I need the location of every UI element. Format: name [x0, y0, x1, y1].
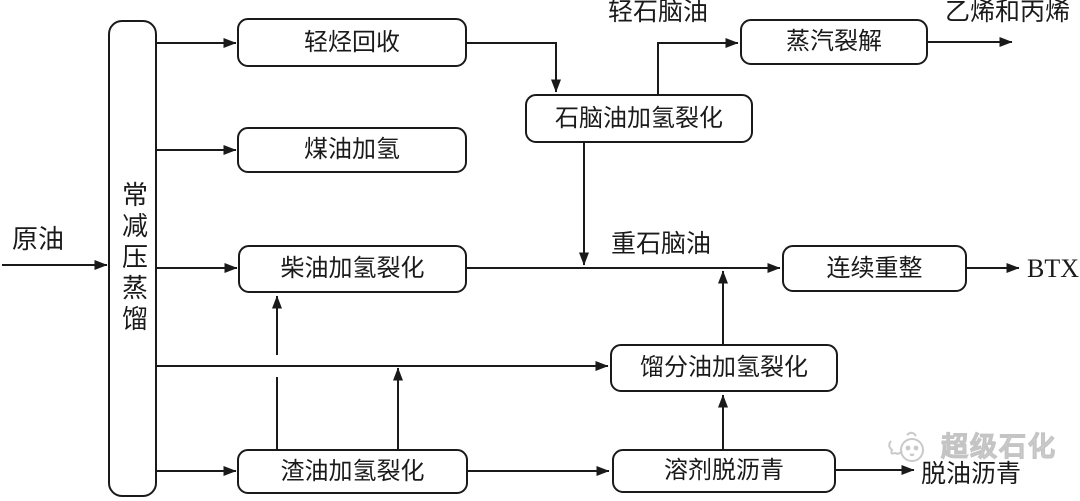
node-naphtha-hydrocracking: 石脑油加氢裂化	[525, 94, 753, 143]
node-diesel-hydrocracking-label: 柴油加氢裂化	[280, 256, 425, 282]
stream-label-btx: BTX	[1027, 254, 1079, 283]
node-continuous-reforming: 连续重整	[782, 245, 967, 292]
node-distillate-hydrocracking-label: 馏分油加氢裂化	[640, 355, 808, 381]
node-residue-hydrocracking: 渣油加氢裂化	[237, 449, 468, 494]
stream-label-light-naphtha: 轻石脑油	[608, 0, 709, 26]
stream-label-heavy-naphtha: 重石脑油	[611, 231, 712, 258]
arrow-light-hc-to-naphtha-hc	[467, 42, 561, 93]
node-distillation-label: 常减压蒸馏	[118, 181, 148, 336]
node-kerosene-hydrotreating-label: 煤油加氢	[304, 137, 400, 163]
node-naphtha-hydrocracking-label: 石脑油加氢裂化	[555, 105, 723, 132]
node-continuous-reforming-label: 连续重整	[826, 255, 923, 282]
node-kerosene-hydrotreating: 煤油加氢	[237, 127, 467, 173]
stream-label-crude-oil: 原油	[12, 225, 65, 254]
node-steam-cracking: 蒸汽裂解	[740, 19, 928, 65]
node-diesel-hydrocracking: 柴油加氢裂化	[238, 245, 467, 293]
node-distillate-hydrocracking: 馏分油加氢裂化	[610, 344, 838, 392]
node-residue-hydrocracking-label: 渣油加氢裂化	[280, 458, 425, 485]
node-steam-cracking-label: 蒸汽裂解	[786, 29, 882, 55]
node-light-hydrocarbon-recovery: 轻烃回收	[237, 18, 467, 67]
node-light-hydrocarbon-recovery-label: 轻烃回收	[304, 29, 400, 56]
stream-label-deoiled-asphalt: 脱油沥青	[921, 461, 1022, 488]
node-solvent-deasphalting: 溶剂脱沥青	[612, 449, 836, 493]
node-distillation: 常减压蒸馏	[108, 20, 157, 497]
node-solvent-deasphalting-label: 溶剂脱沥青	[664, 458, 784, 484]
stream-label-ethylene-propylene: 乙烯和丙烯	[945, 0, 1071, 26]
arrow-naphtha-hc-to-steam-cracking	[657, 38, 739, 94]
